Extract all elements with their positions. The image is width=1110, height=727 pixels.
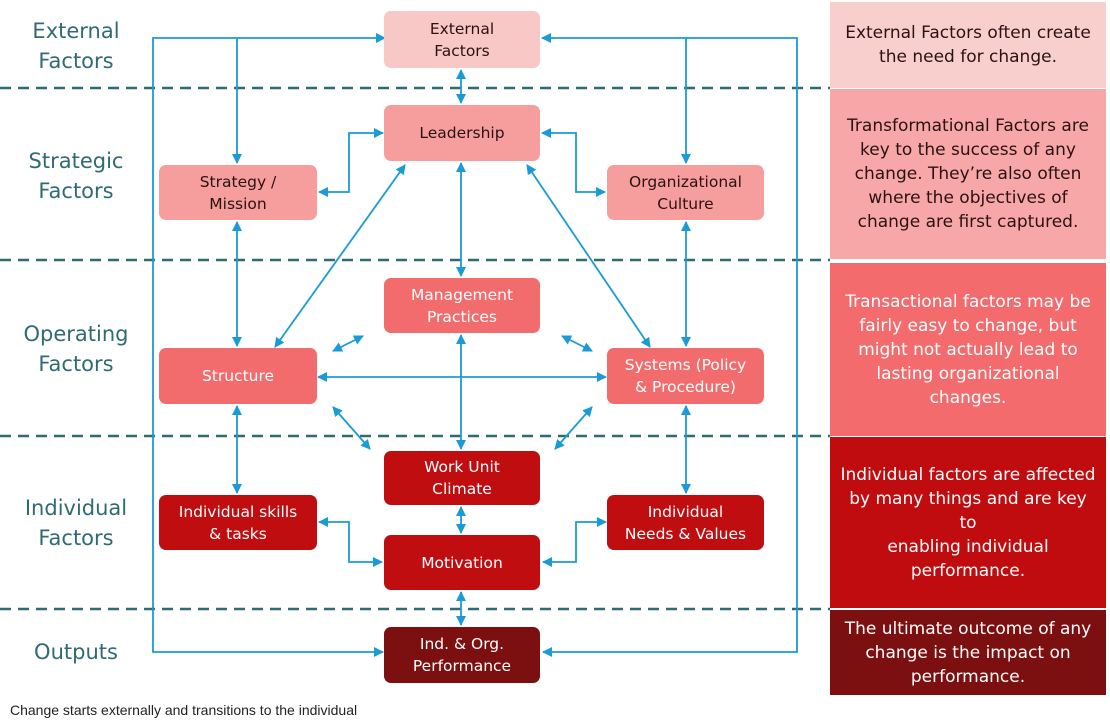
box-management-practices: Management Practices xyxy=(384,278,540,333)
layer-label-individual: Individual Factors xyxy=(24,496,128,550)
box-motivation: Motivation xyxy=(384,535,540,590)
arrow-leadership-culture xyxy=(541,128,606,197)
arrow-structure-climate xyxy=(332,406,371,450)
note-external: External Factors often create the need f… xyxy=(830,2,1106,88)
arrow-external-to-performance-right xyxy=(541,33,798,657)
arrow-skills-motivation xyxy=(318,517,383,567)
arrow-leadership-structure xyxy=(274,164,406,348)
layer-label-outputs: Outputs xyxy=(34,640,118,664)
arrow-leadership-strategy xyxy=(318,128,384,197)
box-performance: Ind. & Org. Performance xyxy=(384,627,540,683)
arrow-leadership-systems xyxy=(526,164,651,348)
arrow-management-systems xyxy=(561,335,593,352)
box-individual-needs-values: Individual Needs & Values xyxy=(607,495,764,550)
box-external-factors: External Factors xyxy=(384,11,540,68)
arrow-needs-motivation xyxy=(542,517,607,567)
layer-label-strategic: Strategic Factors xyxy=(28,149,124,203)
box-systems-policy-procedure: Systems (Policy & Procedure) xyxy=(607,348,764,404)
box-work-unit-climate: Work Unit Climate xyxy=(384,451,540,505)
note-outputs: The ultimate outcome of any change is th… xyxy=(830,610,1106,695)
layer-dividers xyxy=(0,86,830,611)
box-strategy-mission: Strategy / Mission xyxy=(159,165,317,220)
note-individual: Individual factors are affected by many … xyxy=(830,437,1106,608)
diagram-caption: Change starts externally and transitions… xyxy=(10,702,358,718)
arrow-management-structure xyxy=(332,335,364,352)
note-operating: Transactional factors may be fairly easy… xyxy=(830,263,1106,436)
box-organizational-culture: Organizational Culture xyxy=(607,165,764,220)
layer-label-operating: Operating Factors xyxy=(23,322,129,376)
box-individual-skills-tasks: Individual skills & tasks xyxy=(159,495,317,550)
arrow-systems-climate xyxy=(554,406,593,450)
connectors xyxy=(152,33,798,657)
note-strategic: Transformational Factors are key to the … xyxy=(830,89,1106,259)
box-leadership: Leadership xyxy=(384,105,540,161)
layer-label-external: External Factors xyxy=(32,19,120,73)
arrow-external-to-performance-left xyxy=(152,33,386,657)
box-structure: Structure xyxy=(159,348,317,404)
